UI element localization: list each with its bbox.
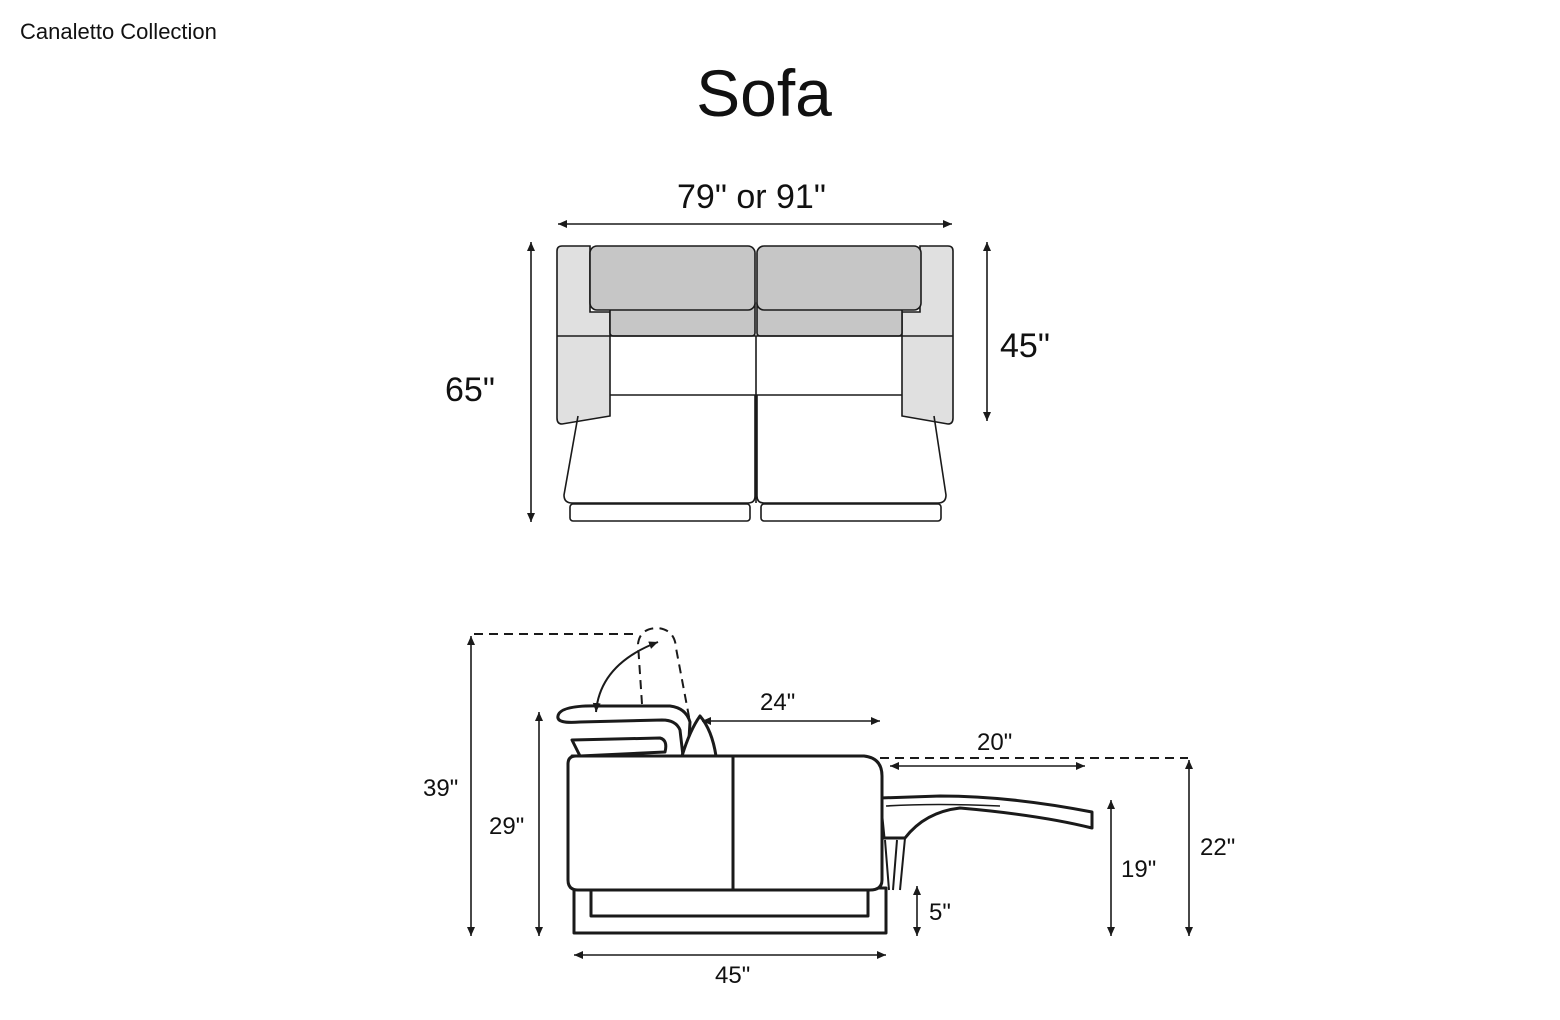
depth-label: 45" <box>1000 327 1050 365</box>
back-cushion-right <box>756 245 922 311</box>
seat-height-label: 19" <box>1121 856 1157 883</box>
side-backrest <box>570 736 668 758</box>
clearance-label: 5" <box>929 899 951 926</box>
back-cushion-left <box>589 245 756 311</box>
base-left <box>569 503 751 522</box>
side-base-inner <box>589 888 870 918</box>
right-arm <box>901 245 954 425</box>
side-depth-label: 45" <box>715 962 751 989</box>
collection-name: Canaletto Collection <box>20 19 217 44</box>
recline-motion-arrow <box>592 641 659 713</box>
footrest-right <box>756 395 947 504</box>
footrest-extension-label: 20" <box>977 729 1013 756</box>
footrest-left <box>563 395 756 504</box>
reclined-headrest-outline <box>636 626 691 723</box>
side-body <box>566 754 884 892</box>
side-footrest <box>878 794 1094 840</box>
left-arm <box>556 245 611 425</box>
page-title: Sofa <box>696 56 832 130</box>
base-right <box>760 503 942 522</box>
side-view <box>556 704 1094 935</box>
footrest-height-label: 22" <box>1200 834 1236 861</box>
width-label: 79" or 91" <box>677 178 826 216</box>
headrest-travel-label: 24" <box>760 689 796 716</box>
depth-extended-label: 65" <box>445 371 495 409</box>
height-label: 29" <box>489 813 525 840</box>
top-view <box>556 245 954 522</box>
height-reclined-label: 39" <box>423 775 459 802</box>
